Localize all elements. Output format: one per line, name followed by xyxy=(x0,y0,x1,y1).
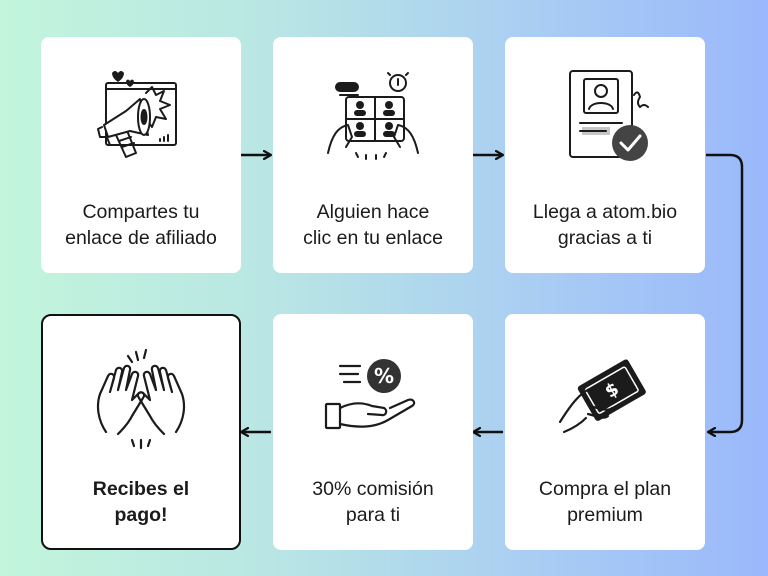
megaphone-icon xyxy=(97,71,177,158)
svg-text:%: % xyxy=(374,364,394,388)
money-hand-icon: $ xyxy=(558,359,646,434)
step-label: Compra el plan premium xyxy=(538,478,672,526)
step-label: Compartes tu enlace de afiliado xyxy=(65,201,217,249)
step-card-get-paid: Recibes el pago! xyxy=(41,314,241,550)
step-label: Recibes el pago! xyxy=(92,478,190,526)
step-card-commission: % 30% comisión para ti xyxy=(273,314,473,550)
tablet-click-icon xyxy=(327,72,419,160)
profile-check-icon xyxy=(569,70,649,161)
step-label: 30% comisión para ti xyxy=(312,478,434,526)
arrow-3-to-4 xyxy=(706,153,744,432)
step-card-buy-premium: $ Compra el plan premium xyxy=(505,314,705,550)
step-label: Alguien hace clic en tu enlace xyxy=(303,201,443,249)
step-card-arrive-atom-bio: Llega a atom.bio gracias a ti xyxy=(505,37,705,273)
step-card-share-link: Compartes tu enlace de afiliado xyxy=(41,37,241,273)
percent-hand-icon: % xyxy=(324,359,416,430)
high-five-icon xyxy=(96,348,186,450)
step-card-click-link: Alguien hace clic en tu enlace xyxy=(273,37,473,273)
step-label: Llega a atom.bio gracias a ti xyxy=(532,201,678,249)
